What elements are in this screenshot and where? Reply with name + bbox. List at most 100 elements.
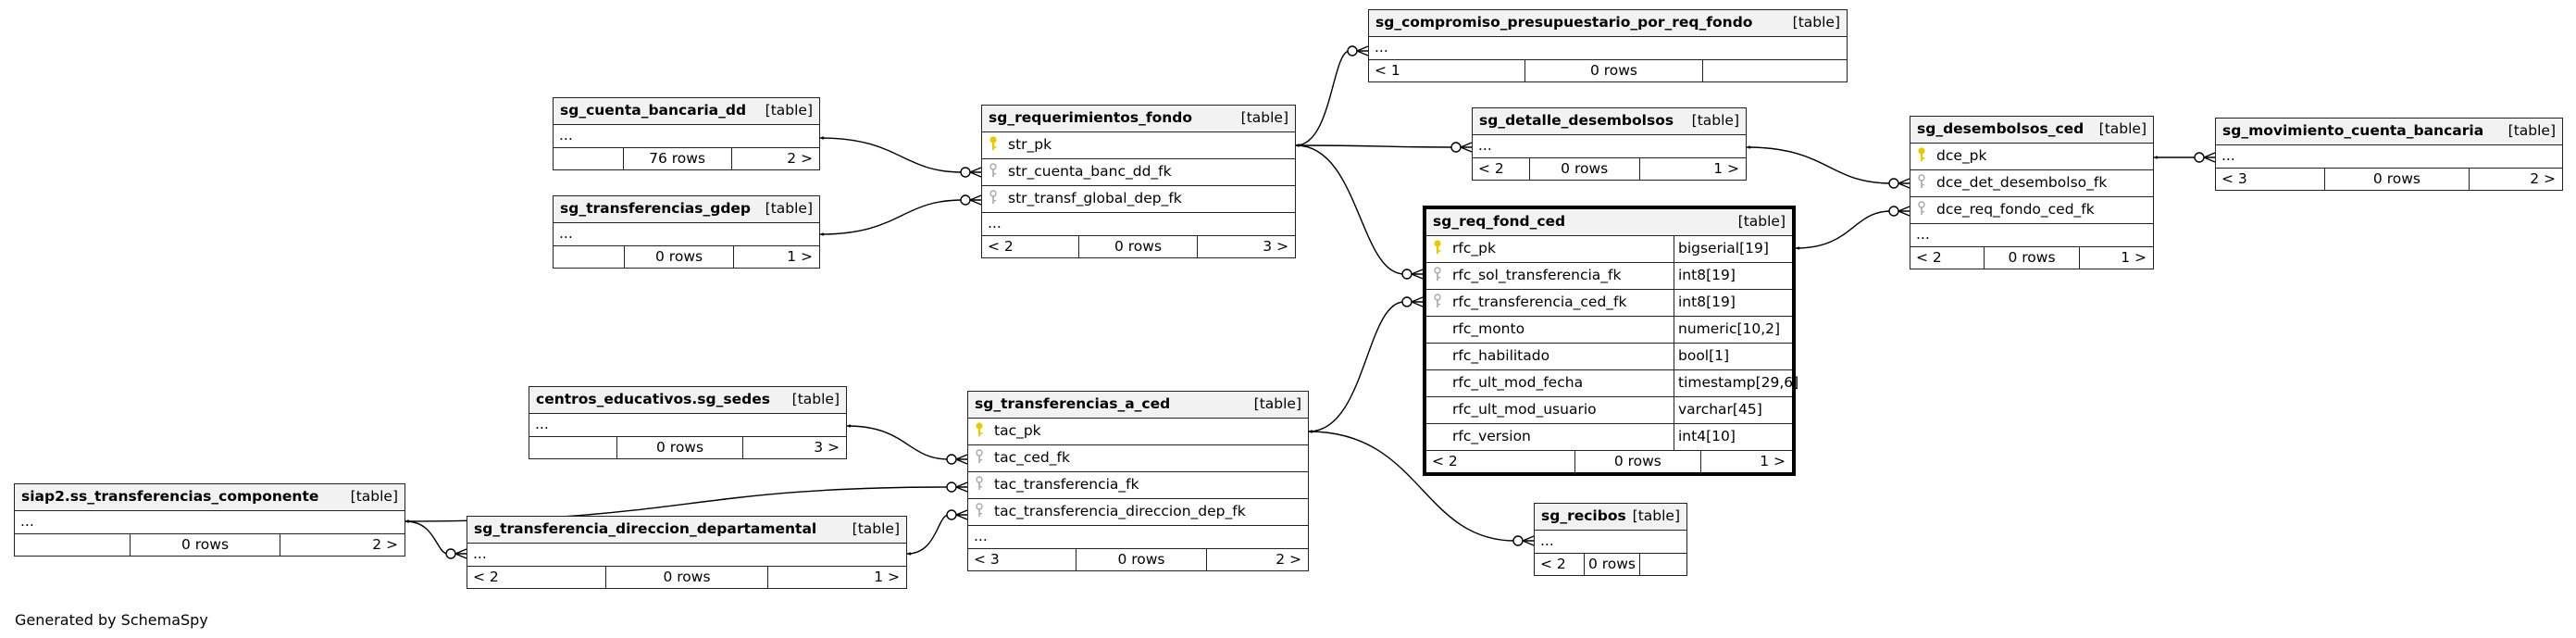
parents-count[interactable]: < 3: [968, 549, 1077, 570]
children-count[interactable]: 2 >: [2530, 169, 2556, 187]
parents-count[interactable]: < 2: [1535, 554, 1586, 575]
children-count[interactable]: 2 >: [1276, 550, 1301, 568]
column-row[interactable]: str_cuenta_banc_dd_fk: [982, 159, 1295, 186]
children-count[interactable]: 2 >: [372, 535, 398, 553]
table-kind-label: [table]: [1691, 112, 1739, 130]
column-name: rfc_pk: [1452, 240, 1496, 257]
table-name[interactable]: sg_desembolsos_ced: [1917, 120, 2084, 138]
parents-count[interactable]: < 3: [2216, 169, 2326, 190]
table-name[interactable]: sg_movimiento_cuenta_bancaria: [2222, 122, 2484, 140]
column-cell: tac_ced_fk: [968, 445, 1308, 471]
many-crowfoot: [955, 482, 968, 493]
table-name[interactable]: centros_educativos.sg_sedes: [536, 391, 770, 408]
column-row[interactable]: tac_transferencia_direccion_dep_fk: [968, 499, 1308, 526]
children-count[interactable]: 1 >: [1760, 452, 1786, 469]
column-row[interactable]: str_pk: [982, 132, 1295, 159]
table-kind-label: [table]: [1737, 213, 1786, 231]
table-componente[interactable]: siap2.ss_transferencias_componente[table…: [14, 483, 405, 557]
children-count[interactable]: 3 >: [1263, 237, 1288, 255]
table-name[interactable]: sg_compromiso_presupuestario_por_req_fon…: [1375, 14, 1753, 31]
children-count[interactable]: [1703, 60, 1847, 81]
more-columns: ...: [467, 544, 906, 567]
parents-count[interactable]: < 2: [1910, 247, 1985, 269]
foreign-key-icon: [1916, 174, 1927, 193]
relationship-line: [819, 137, 981, 173]
children-count[interactable]: 1 >: [787, 247, 813, 265]
foreign-key-icon: [1916, 201, 1927, 219]
parents-count[interactable]: [554, 148, 624, 169]
table-sedes[interactable]: centros_educativos.sg_sedes[table]...0 r…: [529, 386, 847, 459]
children-count[interactable]: [1640, 554, 1686, 575]
column-row[interactable]: tac_transferencia_fk: [968, 472, 1308, 499]
more-columns: ...: [1535, 531, 1686, 554]
column-row[interactable]: dce_det_desembolso_fk: [1910, 170, 2153, 197]
optional-marker: [946, 454, 957, 465]
table-name[interactable]: sg_transferencias_a_ced: [975, 395, 1171, 413]
parents-count[interactable]: [554, 246, 626, 268]
table-kind-label: [table]: [1792, 14, 1840, 31]
column-row[interactable]: str_transf_global_dep_fk: [982, 186, 1295, 213]
children-count[interactable]: 1 >: [874, 568, 900, 585]
column-name: str_cuenta_banc_dd_fk: [1008, 163, 1172, 181]
parents-count[interactable]: < 2: [1426, 451, 1575, 472]
table-direccion[interactable]: sg_transferencia_direccion_departamental…: [467, 516, 907, 589]
table-name[interactable]: sg_recibos: [1541, 507, 1626, 525]
parents-count[interactable]: [15, 534, 131, 556]
column-row[interactable]: dce_pk: [1910, 144, 2153, 170]
table-name[interactable]: sg_requerimientos_fondo: [989, 109, 1193, 127]
children-count[interactable]: 3 >: [814, 438, 840, 456]
table-name[interactable]: sg_detalle_desembolsos: [1479, 112, 1674, 130]
column-name: tac_pk: [994, 422, 1041, 440]
column-row[interactable]: dce_req_fondo_ced_fk: [1910, 197, 2153, 224]
many-crowfoot: [1898, 206, 1910, 217]
column-row[interactable]: tac_ced_fk: [968, 445, 1308, 472]
children-count[interactable]: 2 >: [787, 149, 813, 167]
table-movimiento[interactable]: sg_movimiento_cuenta_bancaria[table]...<…: [2215, 118, 2563, 191]
table-name[interactable]: sg_transferencias_gdep: [560, 200, 752, 218]
children-count[interactable]: 1 >: [2121, 248, 2147, 266]
children-count[interactable]: 1 >: [1713, 159, 1739, 177]
parents-count[interactable]: < 2: [467, 567, 607, 588]
more-columns: ...: [2216, 145, 2562, 169]
table-compromiso[interactable]: sg_compromiso_presupuestario_por_req_fon…: [1368, 9, 1848, 82]
column-name: rfc_transferencia_ced_fk: [1452, 294, 1627, 311]
table-kind-label: [table]: [852, 520, 900, 538]
table-name[interactable]: sg_cuenta_bancaria_dd: [560, 102, 747, 119]
column-name: rfc_habilitado: [1452, 347, 1550, 365]
foreign-key-icon: [988, 163, 999, 181]
many-crowfoot: [1411, 269, 1424, 280]
parents-count[interactable]: < 1: [1369, 60, 1526, 81]
column-row[interactable]: tac_pk: [968, 419, 1308, 445]
column-cell: dce_pk: [1910, 144, 2153, 169]
more-columns: ...: [1910, 224, 2153, 247]
parents-count[interactable]: < 2: [1473, 158, 1530, 180]
optional-marker: [1347, 45, 1358, 56]
parents-count[interactable]: [529, 437, 618, 458]
foreign-key-icon: [988, 190, 999, 208]
parents-count[interactable]: < 2: [982, 236, 1080, 257]
optional-marker: [1888, 178, 1899, 189]
table-name[interactable]: sg_transferencia_direccion_departamental: [474, 520, 817, 538]
table-name[interactable]: siap2.ss_transferencias_componente: [21, 488, 319, 506]
table-name[interactable]: sg_req_fond_ced: [1433, 213, 1566, 231]
